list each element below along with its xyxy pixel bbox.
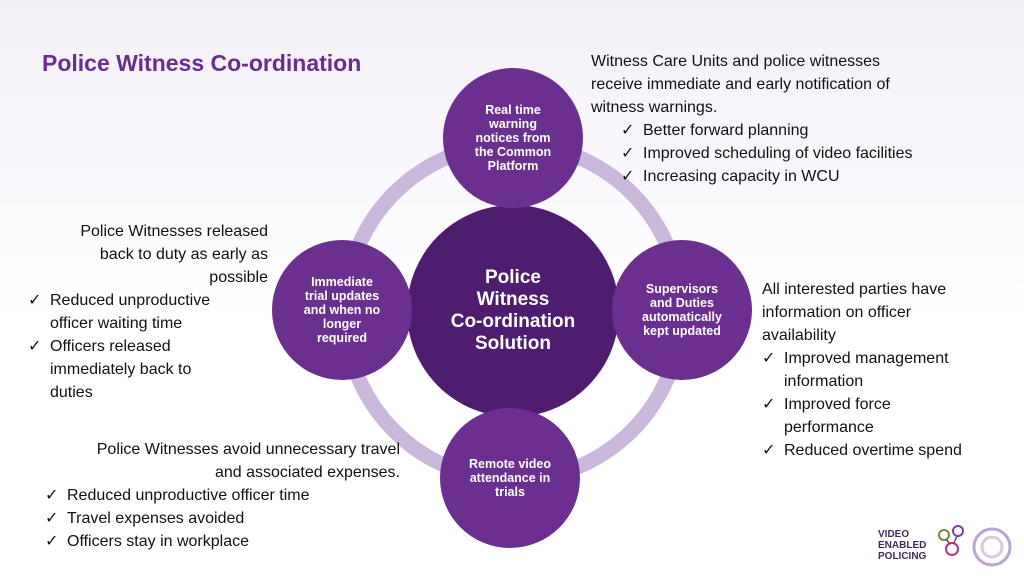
center-solution-circle: Police Witness Co-ordination Solution xyxy=(407,205,619,417)
text-block-right: All interested parties have information … xyxy=(762,278,1012,462)
bottom-left-item: Officers stay in workplace xyxy=(45,530,400,553)
left-intro: Police Witnesses released back to duty a… xyxy=(80,223,268,286)
left-item: Officers released immediately back to du… xyxy=(28,335,268,404)
logo-graphic-icon xyxy=(938,525,1012,567)
video-enabled-policing-logo: VIDEO ENABLED POLICING xyxy=(878,523,1018,571)
bubble-right-label: Supervisors and Duties automatically kep… xyxy=(642,282,722,338)
bubble-top: Real time warning notices from the Commo… xyxy=(443,68,583,208)
center-solution-label: Police Witness Co-ordination Solution xyxy=(450,267,576,354)
text-block-top-right: Witness Care Units and police witnesses … xyxy=(591,50,1011,188)
slide-title: Police Witness Co-ordination xyxy=(42,50,362,76)
top-right-item: Improved scheduling of video facilities xyxy=(621,142,1011,165)
logo-text: VIDEO ENABLED POLICING xyxy=(878,529,927,562)
bottom-left-item: Reduced unproductive officer time xyxy=(45,484,400,507)
bubble-top-label: Real time warning notices from the Commo… xyxy=(474,103,552,173)
bottom-left-list: Reduced unproductive officer time Travel… xyxy=(45,484,400,553)
bubble-bottom: Remote video attendance in trials xyxy=(440,408,580,548)
left-item: Reduced unproductive officer waiting tim… xyxy=(28,289,268,335)
bottom-left-item: Travel expenses avoided xyxy=(45,507,400,530)
bottom-left-intro: Police Witnesses avoid unnecessary trave… xyxy=(96,441,400,481)
text-block-left: Police Witnesses released back to duty a… xyxy=(28,220,268,404)
right-item: Improved management information xyxy=(762,347,1012,393)
right-intro: All interested parties have information … xyxy=(762,281,947,344)
top-right-intro: Witness Care Units and police witnesses … xyxy=(591,53,890,116)
bubble-right: Supervisors and Duties automatically kep… xyxy=(612,240,752,380)
right-list: Improved management information Improved… xyxy=(762,347,1012,462)
left-list: Reduced unproductive officer waiting tim… xyxy=(28,289,268,404)
top-right-item: Better forward planning xyxy=(621,119,1011,142)
bubble-bottom-label: Remote video attendance in trials xyxy=(469,457,551,499)
bubble-left: Immediate trial updates and when no long… xyxy=(272,240,412,380)
right-item: Improved force performance xyxy=(762,393,1012,439)
top-right-list: Better forward planning Improved schedul… xyxy=(621,119,1011,188)
top-right-item: Increasing capacity in WCU xyxy=(621,165,1011,188)
bubble-left-label: Immediate trial updates and when no long… xyxy=(303,275,381,345)
right-item: Reduced overtime spend xyxy=(762,439,1012,462)
text-block-bottom-left: Police Witnesses avoid unnecessary trave… xyxy=(30,438,400,553)
